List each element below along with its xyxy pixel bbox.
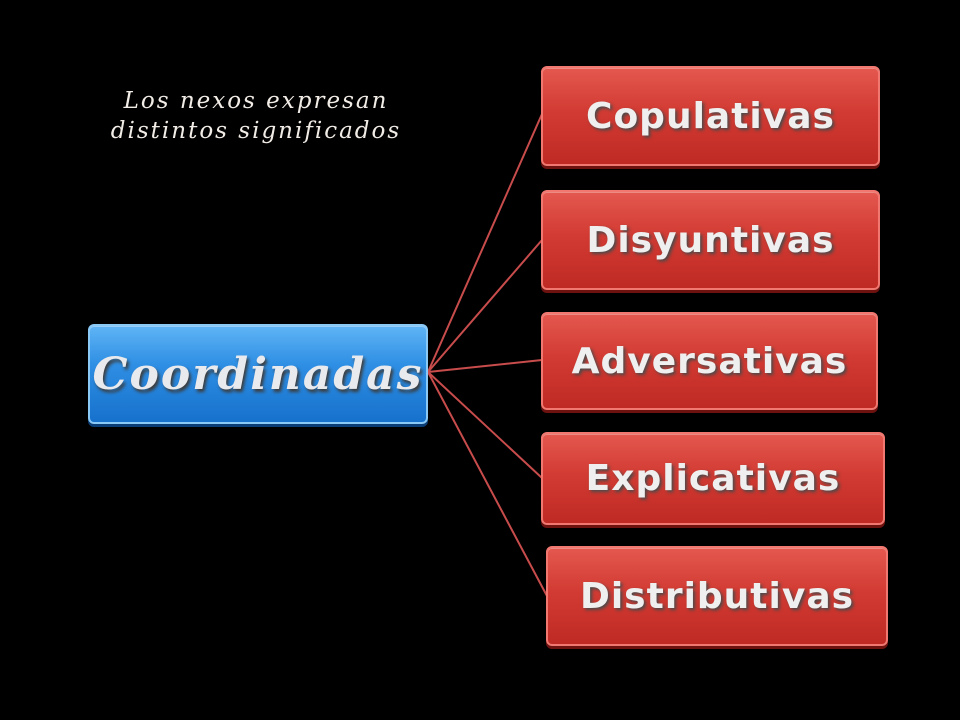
branch-node-label: Disyuntivas	[586, 219, 835, 261]
branch-node-copulativas: Copulativas	[541, 66, 880, 166]
branch-node-disyuntivas: Disyuntivas	[541, 190, 880, 290]
connector-adversativas	[427, 359, 543, 373]
branch-node-label: Copulativas	[586, 95, 835, 137]
subtitle-line-1: Los nexos expresan	[123, 88, 389, 114]
connector-disyuntivas	[427, 239, 543, 373]
branch-node-adversativas: Adversativas	[541, 312, 878, 410]
branch-node-label: Adversativas	[571, 340, 848, 382]
root-node-coordinadas: Coordinadas	[88, 324, 428, 424]
subtitle-line-2: distintos significados	[110, 118, 402, 144]
connector-explicativas	[427, 371, 543, 479]
connector-copulativas	[427, 113, 543, 373]
branch-node-distributivas: Distributivas	[546, 546, 888, 646]
branch-node-label: Explicativas	[585, 458, 841, 499]
subtitle-text: Los nexos expresan distintos significado…	[96, 86, 416, 146]
connector-distributivas	[427, 371, 548, 597]
branch-node-label: Distributivas	[579, 575, 855, 617]
root-node-label: Coordinadas	[92, 348, 424, 400]
branch-node-explicativas: Explicativas	[541, 432, 885, 525]
